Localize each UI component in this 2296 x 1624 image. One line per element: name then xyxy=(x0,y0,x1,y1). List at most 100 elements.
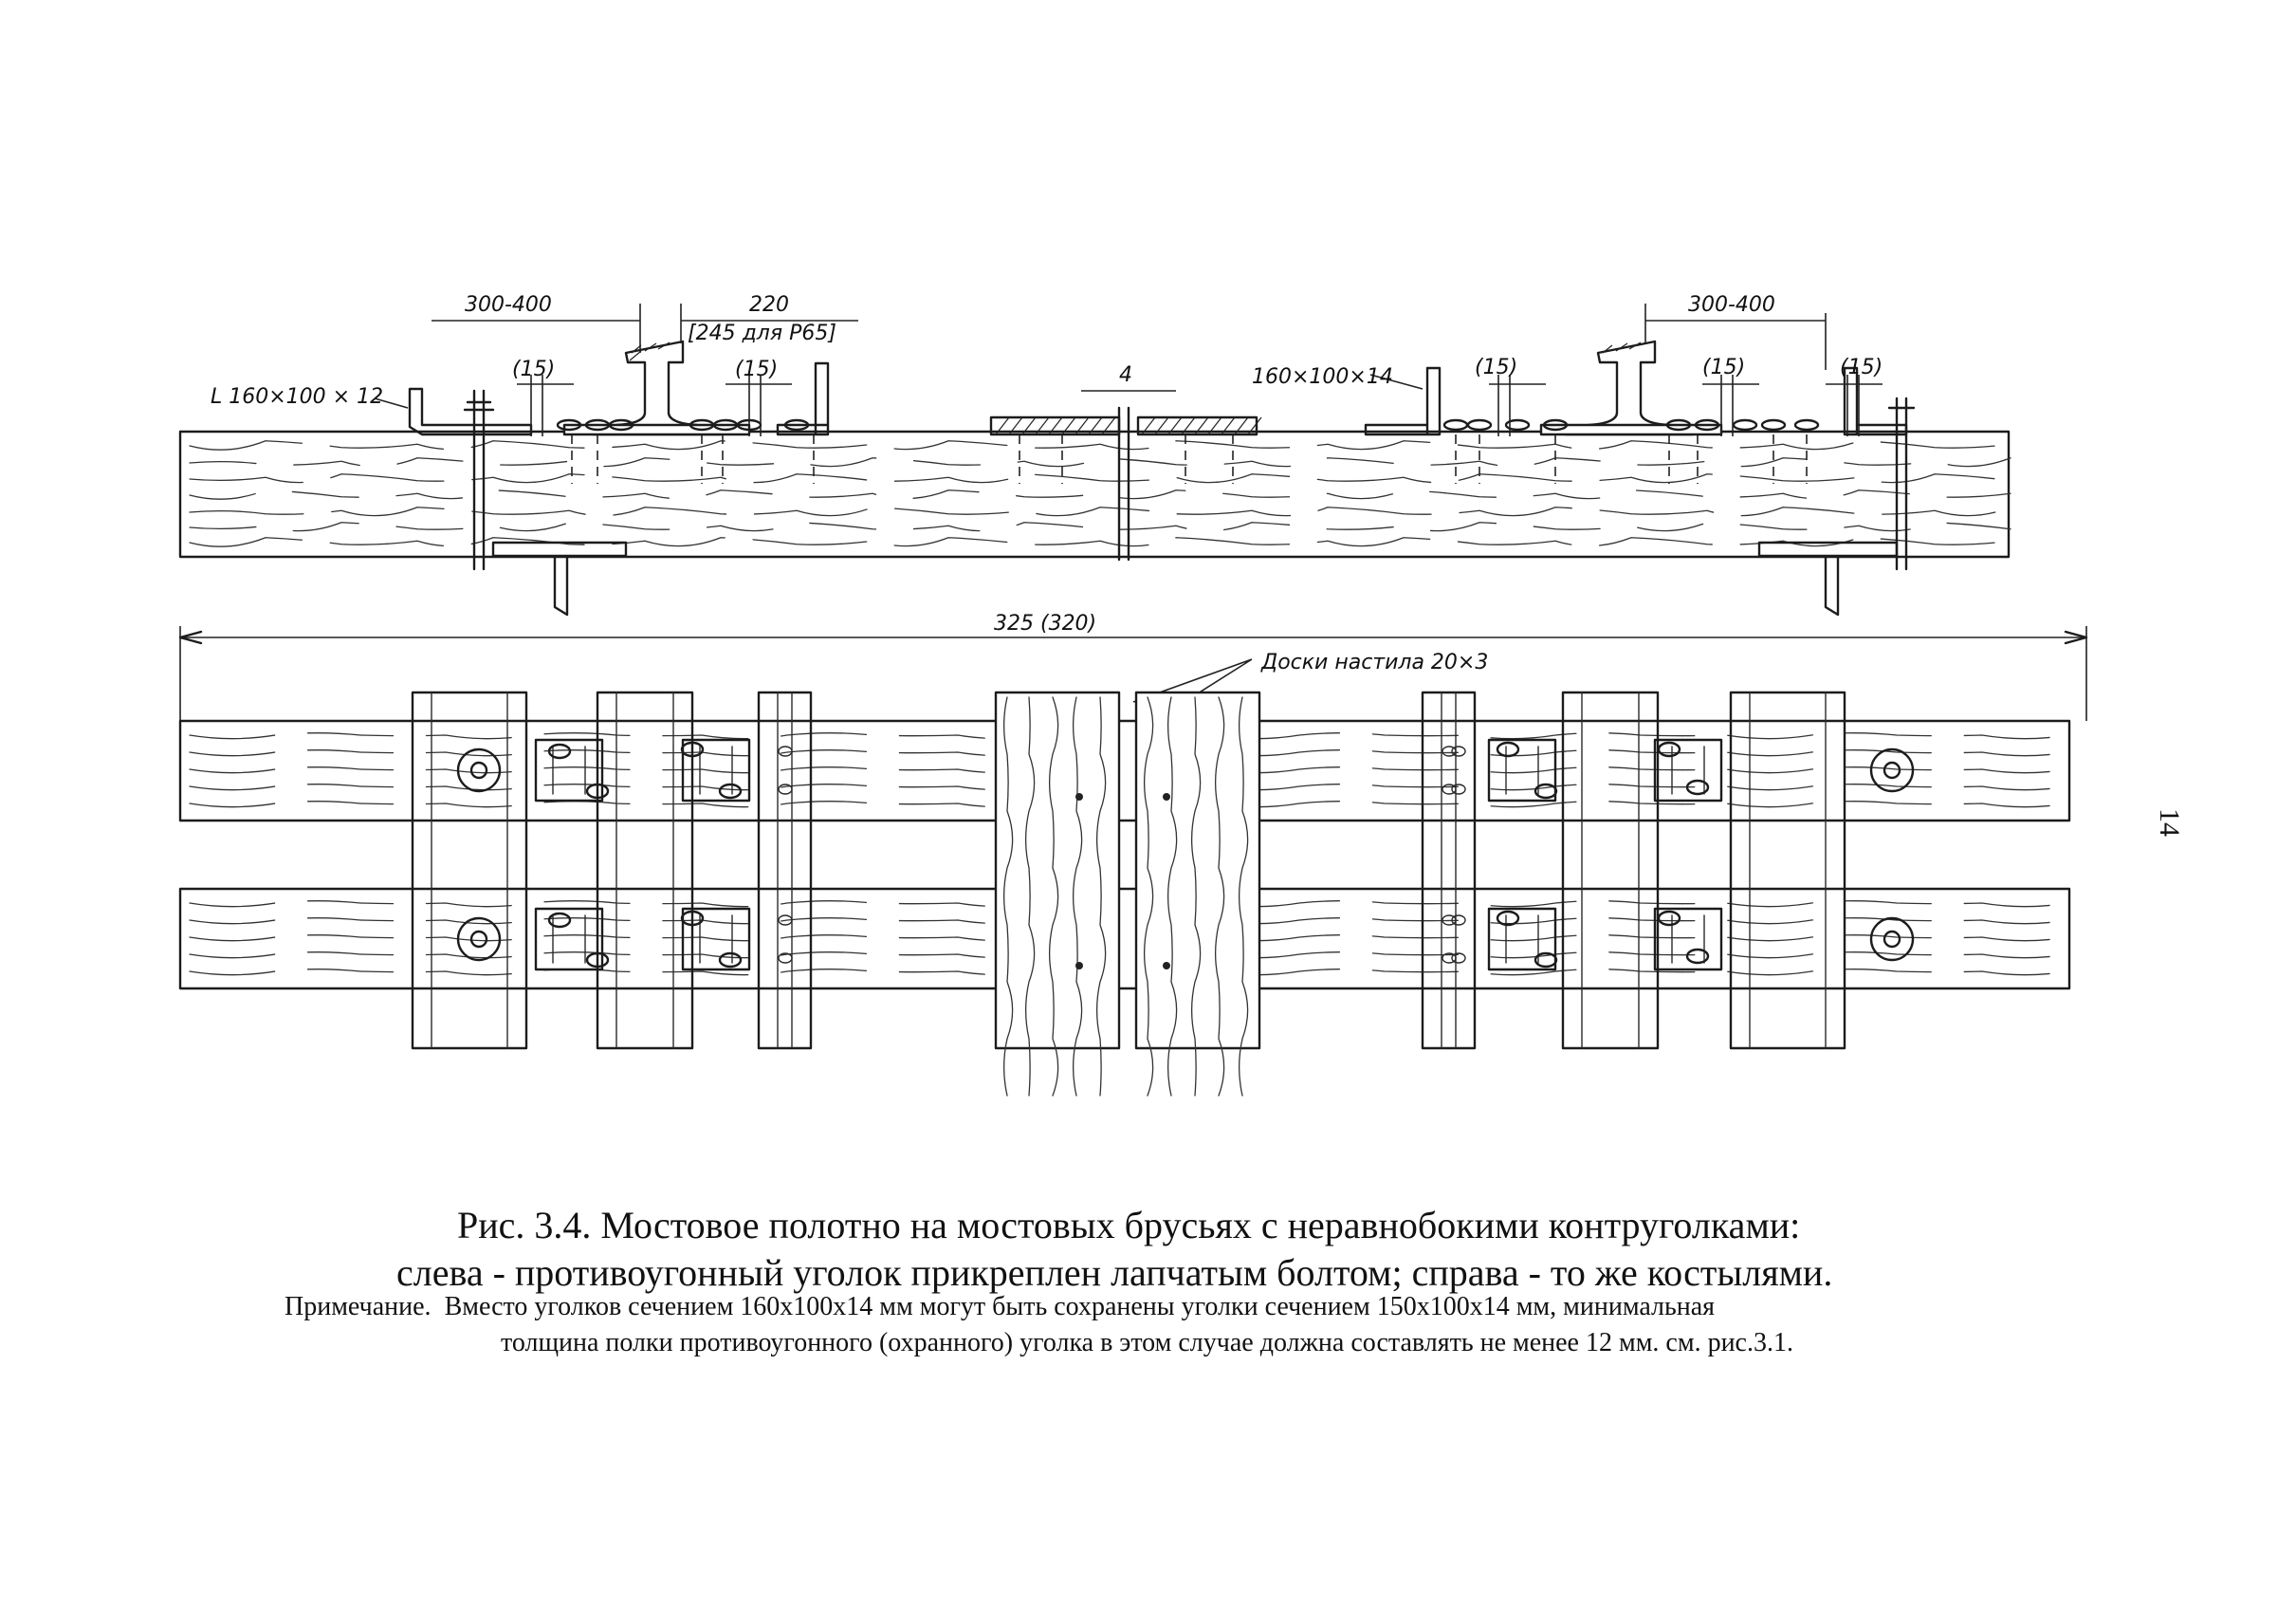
figure-caption-title: Рис. 3.4. Мостовое полотно на мостовых б… xyxy=(457,1204,1801,1246)
rail-plate-plan xyxy=(534,738,604,803)
board-grain-line xyxy=(1143,696,1154,1097)
spike-head xyxy=(1760,418,1787,432)
hole xyxy=(1451,914,1466,926)
hole xyxy=(1451,746,1466,757)
hole xyxy=(1442,952,1457,964)
left-counter-angle xyxy=(776,361,830,436)
plan-strip xyxy=(757,691,813,1050)
grain-line xyxy=(189,537,2011,547)
grain-line xyxy=(189,473,2011,484)
hole xyxy=(778,746,793,757)
rail-plate-plan xyxy=(534,907,604,971)
hook-bolt-plan xyxy=(456,916,502,962)
hatch-line xyxy=(1088,416,1103,435)
hole xyxy=(1442,746,1457,757)
spike-head-plan xyxy=(718,783,743,800)
tie-plan-top xyxy=(178,719,2071,822)
bolt-plan xyxy=(1869,916,1915,962)
board-grain-line xyxy=(1166,696,1178,1097)
grain-line xyxy=(189,801,2068,808)
hatch-line xyxy=(1154,416,1169,435)
rail-plate-plan xyxy=(1653,907,1723,971)
spike-head-plan xyxy=(585,783,610,800)
board-grain-line xyxy=(1024,696,1036,1097)
spike-head-plan xyxy=(547,743,572,760)
left-bottom-angle xyxy=(491,541,628,617)
figure-note-line-1: Примечание. Вместо уголков сечением 160x… xyxy=(285,1292,1715,1322)
left-angle-label: L 160×100 × 12 xyxy=(211,385,383,409)
right-spike xyxy=(1887,397,1916,571)
grain-line xyxy=(189,440,2011,451)
plan-angles xyxy=(411,691,1846,1050)
right-angle-label: 160×100×14 xyxy=(1252,365,1393,389)
hatch-line xyxy=(1247,416,1262,435)
hole xyxy=(1451,784,1466,795)
right-spacing-dim-2: (15) xyxy=(1702,356,1745,379)
rail-gauge-alt-dim: [245 для Р65] xyxy=(688,322,836,345)
page-number: 14 xyxy=(2154,808,2185,837)
note-label: Примечание. xyxy=(285,1292,432,1321)
spike-head xyxy=(1694,418,1720,432)
left-guard-angle xyxy=(408,387,533,436)
hatch-line xyxy=(1048,416,1063,435)
plan-strip xyxy=(596,691,694,1050)
plan-strip xyxy=(1729,691,1846,1050)
deck-nail xyxy=(1163,793,1170,801)
bolt-plan xyxy=(1869,747,1915,793)
spike-head xyxy=(1504,418,1531,432)
plan-strip xyxy=(1421,691,1477,1050)
dimension-lines xyxy=(374,304,1883,436)
spike-head-plan xyxy=(680,910,705,927)
right-guard-angle xyxy=(1364,366,1442,436)
hatch-line xyxy=(1035,416,1050,435)
board-grain-line xyxy=(1214,696,1225,1097)
hatch-line xyxy=(995,416,1010,435)
right-spacing-dim-3: (15) xyxy=(1840,356,1883,379)
hook-bolt-plan xyxy=(456,747,502,793)
left-spikes xyxy=(556,418,810,432)
note-text-1: Вместо уголков сечением 160x100x14 мм мо… xyxy=(444,1292,1716,1321)
section-view: 300-400 220 [245 для Р65] (15) (15) L 16… xyxy=(178,293,2011,617)
hatch-line xyxy=(1101,416,1116,435)
grain-line xyxy=(189,969,2068,976)
tie-plan-bottom xyxy=(178,887,2071,990)
plan-strip xyxy=(1561,691,1660,1050)
tie-grain-section xyxy=(189,434,2011,547)
grain-line xyxy=(189,784,2068,791)
rail-plate-plan xyxy=(681,738,751,803)
deck-boards-label: Доски настила 20×3 xyxy=(1260,651,1488,674)
grain-line xyxy=(189,507,2011,517)
plan-strip xyxy=(411,691,528,1050)
grain-line xyxy=(189,749,2068,757)
right-tie-plate xyxy=(1539,423,1723,436)
deck-boards xyxy=(994,691,1261,1097)
hatch-line xyxy=(1061,416,1076,435)
grain-line xyxy=(189,732,2068,740)
hatch-line xyxy=(1075,416,1090,435)
overall-dimension: 325 (320) Доски настила 20×3 xyxy=(178,612,2088,721)
hatch-line xyxy=(1207,416,1222,435)
hatch-line xyxy=(1194,416,1209,435)
spike-head-plan xyxy=(1496,910,1520,927)
bridge-tie-section xyxy=(178,430,2011,559)
right-bottom-angle xyxy=(1757,541,1899,617)
spike-head xyxy=(1665,418,1692,432)
spike-head-plan xyxy=(1534,951,1558,969)
spike-head-plan xyxy=(585,951,610,969)
bolt-core xyxy=(1883,930,1901,949)
hatch-line xyxy=(1181,416,1196,435)
left-spacing-dim-2: (15) xyxy=(735,358,778,381)
board-grain-line xyxy=(1048,696,1059,1097)
spike-head xyxy=(1442,418,1469,432)
spike-head xyxy=(1466,418,1493,432)
deck-nail xyxy=(1075,793,1083,801)
left-offset-dim: 300-400 xyxy=(465,293,552,317)
deck-nail xyxy=(1075,962,1083,969)
board-grain-line xyxy=(1095,696,1107,1097)
spike-head-plan xyxy=(547,912,572,929)
board-grain-line xyxy=(1002,696,1014,1097)
rail-plate-plan xyxy=(1487,738,1557,803)
spike-head-plan xyxy=(680,741,705,758)
board-grain-line xyxy=(1190,696,1202,1097)
